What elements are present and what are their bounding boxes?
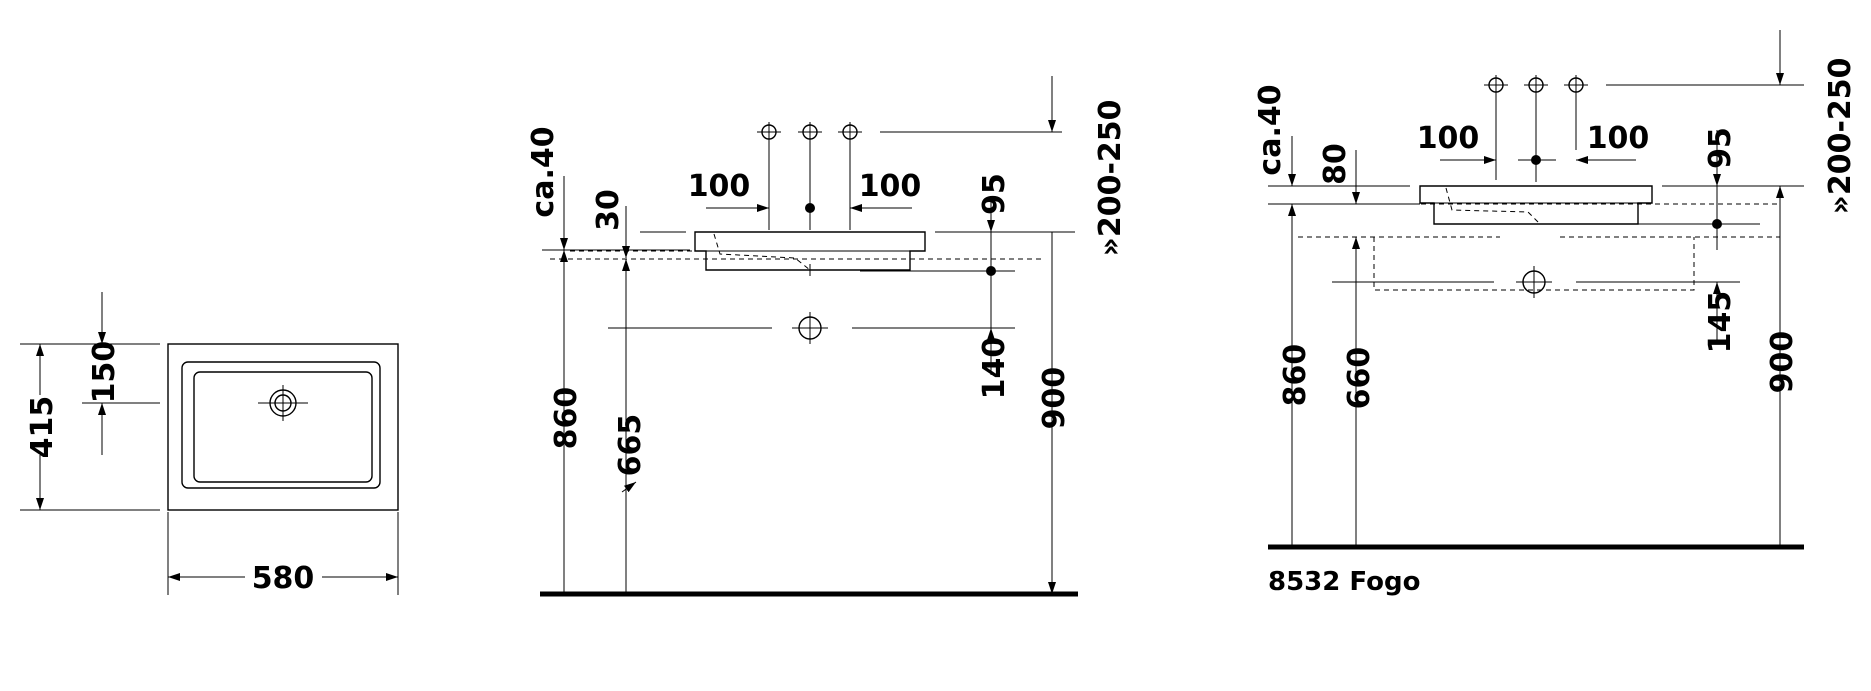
rim-margin-dimension: ca.40: [526, 126, 561, 217]
top-to-floor-dimension: 860: [1278, 344, 1313, 407]
tap-hole-icon: [1518, 75, 1556, 182]
tap-to-floor-dimension: 900: [1037, 367, 1072, 430]
siphon-outline: [1373, 237, 1695, 291]
tap-hole-icon: [798, 122, 822, 230]
tap-spacing-left: 100: [688, 169, 751, 204]
width-dimension: 580: [252, 561, 315, 596]
waste-height-dimension: 660: [1342, 347, 1377, 410]
basin-outline: [167, 343, 399, 511]
drain-offset-dimension: 150: [87, 341, 122, 404]
tap-hole-icon: [1484, 75, 1508, 180]
overflow-offset-dimension: 95: [977, 173, 1012, 215]
side-view: 100 100 »200-250 900 ca.40 860 80 660: [1253, 30, 1858, 597]
plan-view: 580 415 150: [20, 292, 399, 596]
rim-margin-dimension: ca.40: [1253, 84, 1288, 175]
top-to-floor-dimension: 860: [549, 387, 584, 450]
basin-section: [1419, 185, 1653, 225]
tap-hole-icon: [838, 122, 862, 230]
basin-bowl: [193, 371, 373, 483]
rim-height-dimension: 80: [1318, 143, 1353, 185]
overflow-drop-dimension: 140: [977, 337, 1012, 400]
tap-height-dimension: »200-250: [1093, 99, 1128, 256]
waste-drop-dimension: 145: [1703, 291, 1738, 354]
front-view: 100 100 »200-250 900 ca.40 860 30 665: [526, 76, 1128, 597]
waste-outlet-icon: [1516, 266, 1552, 298]
waste-height-dimension: 665: [613, 414, 648, 477]
tap-hole-icon: [1564, 75, 1588, 150]
tap-to-floor-dimension: 900: [1765, 331, 1800, 394]
overflow-offset-dimension: 95: [1703, 127, 1738, 169]
depth-dimension: 415: [25, 396, 60, 459]
tap-height-dimension: »200-250: [1823, 57, 1858, 214]
basin-inner-rim: [181, 361, 381, 489]
rim-height-dimension: 30: [591, 189, 626, 231]
tap-spacing-right: 100: [1587, 121, 1650, 156]
waste-outlet-icon: [792, 312, 828, 344]
tap-hole-icon: [757, 122, 781, 230]
tap-spacing-left: 100: [1417, 121, 1480, 156]
tap-spacing-right: 100: [859, 169, 922, 204]
model-label: 8532 Fogo: [1268, 567, 1420, 597]
drain-icon: [258, 385, 308, 421]
